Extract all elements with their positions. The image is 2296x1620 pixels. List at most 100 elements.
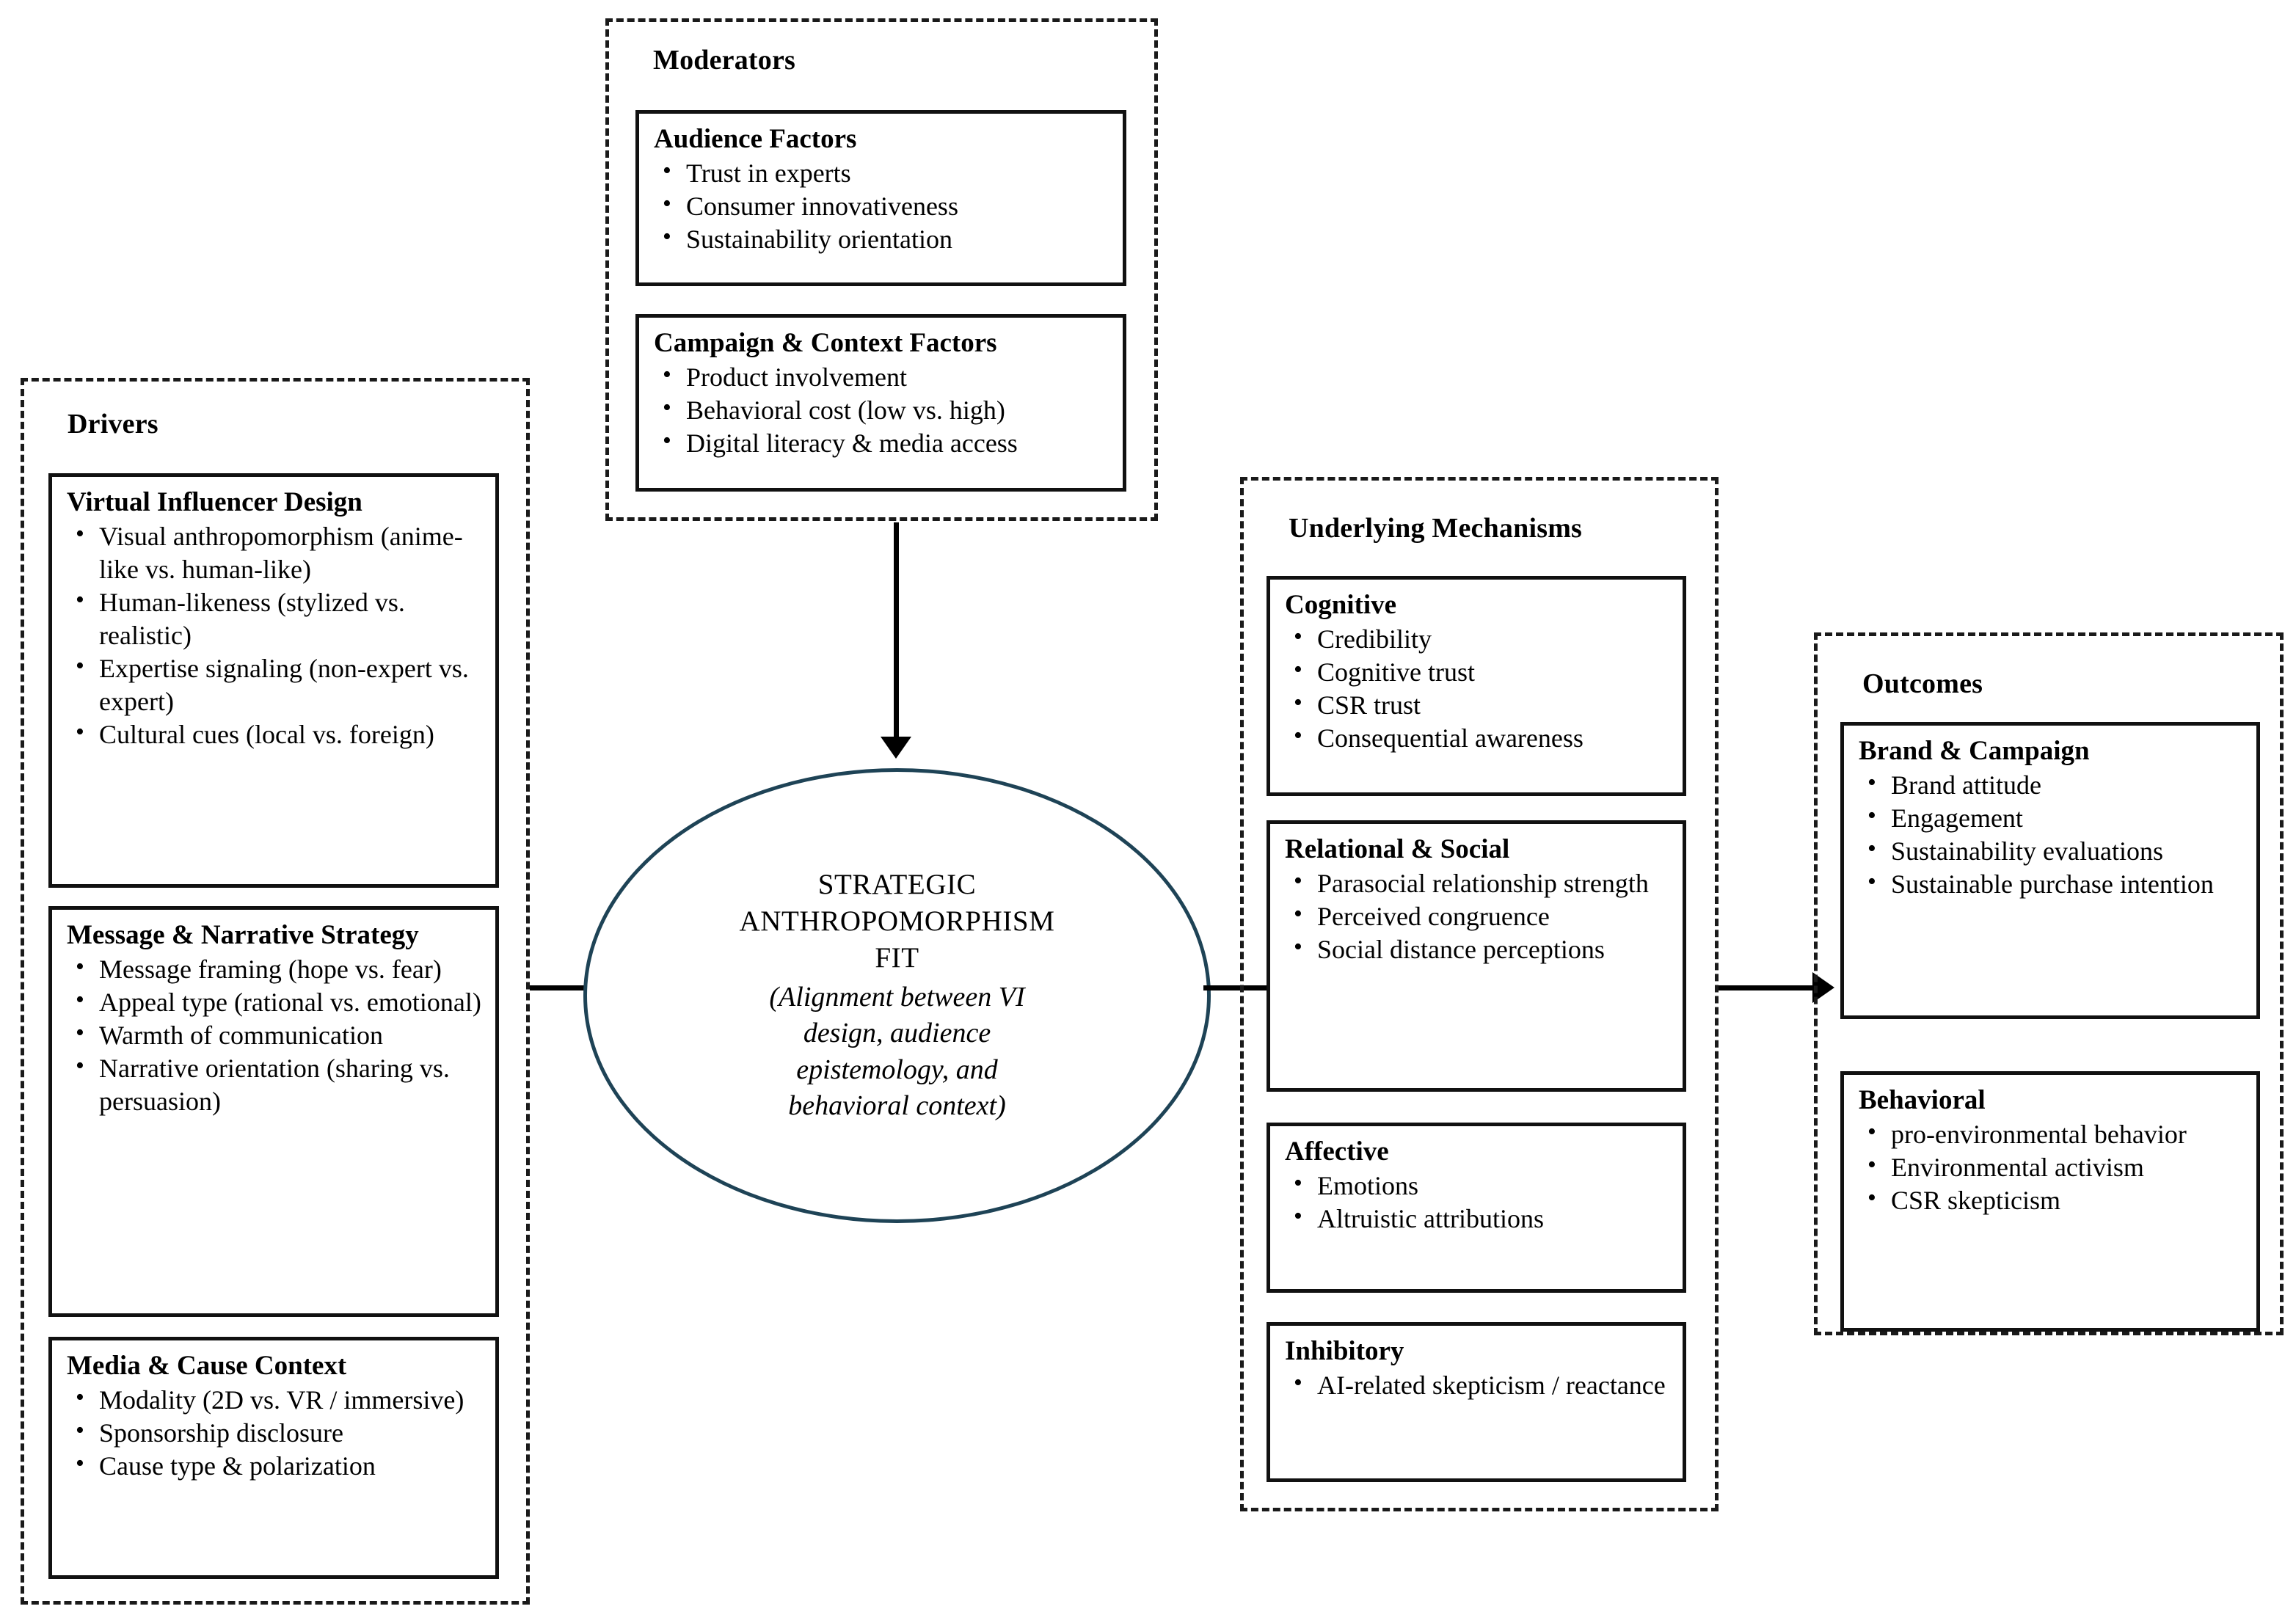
list-item: •Cultural cues (local vs. foreign) <box>67 718 482 751</box>
list-item: •Sustainability orientation <box>654 223 1109 256</box>
bullet-icon: • <box>76 652 84 679</box>
box-item-list: • Emotions • Altruistic attributions <box>1285 1170 1669 1236</box>
box-title: Brand & Campaign <box>1859 736 2090 766</box>
arrow-shaft <box>1719 985 1814 990</box>
list-item: • Warmth of communication <box>67 1019 482 1052</box>
list-item-label: Emotions <box>1317 1170 1419 1200</box>
bullet-icon: • <box>1294 900 1302 927</box>
drivers-media-cause-context-box: Media & Cause Context • Modality (2D vs. … <box>48 1337 499 1579</box>
list-item: • Engagement <box>1859 802 2243 835</box>
list-item: • Sponsorship disclosure <box>67 1417 482 1450</box>
list-item-label: Credibility <box>1317 624 1432 654</box>
bullet-icon: • <box>76 1051 84 1079</box>
box-title: Inhibitory <box>1285 1336 1404 1366</box>
mechanisms-cognitive-box: Cognitive •Credibility •Cognitive trust … <box>1267 576 1686 796</box>
list-item: • Altruistic attributions <box>1285 1203 1669 1236</box>
list-item-label: Sustainability orientation <box>686 224 952 254</box>
list-item: • Visual anthropomorphism (anime-like vs.… <box>67 520 482 586</box>
list-item: • Behavioral cost (low vs. high) <box>654 394 1109 427</box>
bullet-icon: • <box>1294 622 1302 650</box>
box-item-list: • Trust in experts • Consumer innovativene… <box>654 157 1109 256</box>
list-item-label: Perceived congruence <box>1317 901 1550 931</box>
list-item: •AI-related skepticism / reactance <box>1285 1369 1669 1402</box>
list-item-label: pro-environmental behavior <box>1891 1119 2187 1149</box>
list-item-label: CSR skepticism <box>1891 1185 2061 1215</box>
list-item-label: Environmental activism <box>1891 1152 2144 1182</box>
list-item: •Message framing (hope vs. fear) <box>67 953 482 986</box>
bullet-icon: • <box>76 718 84 745</box>
bullet-icon: • <box>1867 801 1876 829</box>
list-item: • Credibility <box>1285 623 1669 656</box>
core-subtext: (Alignment between VI design, audience e… <box>769 982 1025 1122</box>
core-heading: STRATEGIC ANTHROPOMORPHISM FIT <box>739 869 1055 974</box>
bullet-icon: • <box>76 519 84 547</box>
bullet-icon: • <box>1294 1169 1302 1197</box>
list-item-label: Warmth of communication <box>99 1020 383 1050</box>
bullet-icon: • <box>76 952 84 980</box>
box-item-list: • Visual anthropomorphism (anime-like vs.… <box>67 520 482 751</box>
list-item: •Expertise signaling (non-expert vs. exp… <box>67 652 482 718</box>
list-item: •CSR trust <box>1285 689 1669 722</box>
list-item: • Product involvement <box>654 361 1109 394</box>
bullet-icon: • <box>663 426 671 454</box>
mechanisms-group-title: Underlying Mechanisms <box>1289 513 1583 544</box>
bullet-icon: • <box>76 1416 84 1444</box>
box-title: Audience Factors <box>654 124 857 154</box>
arrow-shaft <box>894 522 899 738</box>
outcomes-group-title: Outcomes <box>1862 668 1983 699</box>
list-item: •Consequential awareness <box>1285 722 1669 755</box>
bullet-icon: • <box>663 156 671 184</box>
bullet-icon: • <box>76 1383 84 1411</box>
list-item: • pro-environmental behavior <box>1859 1118 2243 1151</box>
list-item-label: Modality (2D vs. VR / immersive) <box>99 1384 464 1415</box>
box-title: Behavioral <box>1859 1085 1986 1115</box>
list-item: • Consumer innovativeness <box>654 190 1109 223</box>
list-item: • Digital literacy & media access <box>654 427 1109 460</box>
box-title: Affective <box>1285 1136 1389 1167</box>
bullet-icon: • <box>1294 1368 1302 1396</box>
drivers-virtual-influencer-design-box: Virtual Influencer Design •Visual anthro… <box>48 473 499 888</box>
moderators-campaign-context-factors-box: Campaign & Context Factors •Product invo… <box>635 314 1126 492</box>
bullet-icon: • <box>663 393 671 421</box>
list-item-label: Digital literacy & media access <box>686 428 1018 458</box>
drivers-group <box>21 378 530 1605</box>
list-item-label: Sustainability evaluations <box>1891 836 2163 866</box>
bullet-icon: • <box>663 189 671 217</box>
bullet-icon: • <box>1867 1150 1876 1178</box>
bullet-icon: • <box>1867 867 1876 895</box>
list-item-label: Visual anthropomorphism (anime-like vs. … <box>99 521 463 584</box>
list-item: •Human-likeness (stylized vs. realistic) <box>67 586 482 652</box>
list-item-label: CSR trust <box>1317 690 1421 720</box>
bullet-icon: • <box>1867 834 1876 862</box>
box-item-list: •Credibility •Cognitive trust •CSR trust… <box>1285 623 1669 755</box>
outcomes-behavioral-box: Behavioral • pro-environmental behavior •… <box>1840 1071 2260 1332</box>
list-item-label: Cognitive trust <box>1317 657 1475 687</box>
box-item-list: • Product involvement • Behavioral cost (l… <box>654 361 1109 460</box>
list-item-label: Sponsorship disclosure <box>99 1418 343 1448</box>
bullet-icon: • <box>1294 655 1302 683</box>
bullet-icon: • <box>1294 721 1302 749</box>
list-item-label: Social distance perceptions <box>1317 934 1605 964</box>
bullet-icon: • <box>663 360 671 388</box>
box-title: Media & Cause Context <box>67 1351 347 1381</box>
list-item: •Cause type & polarization <box>67 1450 482 1483</box>
box-title: Cognitive <box>1285 590 1397 620</box>
list-item-label: Product involvement <box>686 362 907 392</box>
list-item-label: Engagement <box>1891 803 2023 833</box>
bullet-icon: • <box>76 1018 84 1046</box>
bullet-icon: • <box>76 985 84 1013</box>
list-item: • Emotions <box>1285 1170 1669 1203</box>
outcomes-brand-campaign-box: Brand & Campaign •Brand attitude •Engage… <box>1840 722 2260 1019</box>
mechanisms-inhibitory-box: Inhibitory •AI-related skepticism / reac… <box>1267 1322 1686 1482</box>
list-item-label: Trust in experts <box>686 158 851 188</box>
list-item: • CSR skepticism <box>1859 1184 2243 1217</box>
bullet-icon: • <box>1867 1183 1876 1211</box>
bullet-icon: • <box>1867 1117 1876 1145</box>
list-item-label: Cause type & polarization <box>99 1451 376 1481</box>
list-item-label: Altruistic attributions <box>1317 1203 1544 1233</box>
bullet-icon: • <box>1294 1202 1302 1230</box>
list-item-label: Behavioral cost (low vs. high) <box>686 395 1005 425</box>
list-item: •Social distance perceptions <box>1285 933 1669 966</box>
list-item-label: Consumer innovativeness <box>686 191 958 221</box>
list-item: • Trust in experts <box>654 157 1109 190</box>
